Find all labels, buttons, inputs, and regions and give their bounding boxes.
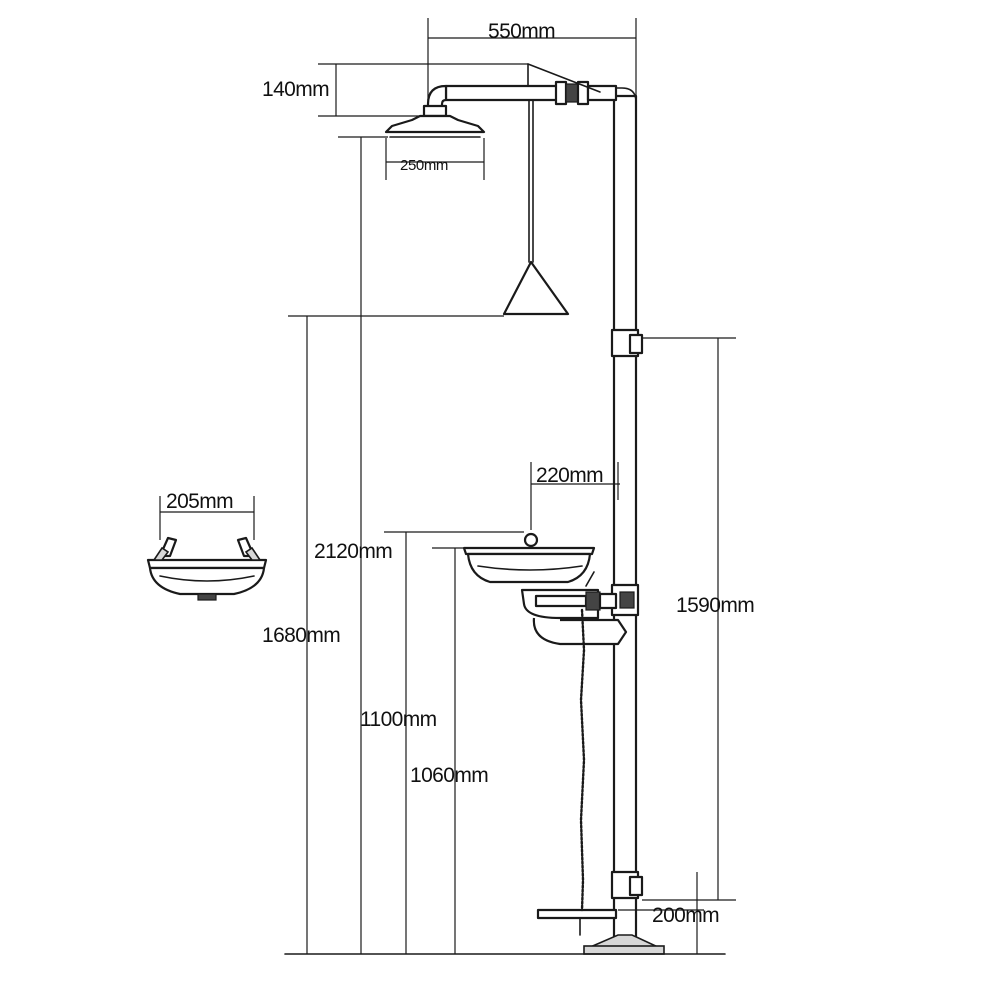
dim-bowl-width <box>159 496 255 540</box>
foot-pedal <box>536 908 618 936</box>
main-pipe <box>599 87 638 944</box>
label-bracket-span: 1590mm <box>676 594 754 617</box>
label-head-drop: 140mm <box>262 78 329 101</box>
dim-arm-length <box>427 18 637 100</box>
shower-head <box>384 114 486 138</box>
label-basin-height: 1060mm <box>410 764 488 787</box>
dim-overall-height <box>338 136 388 954</box>
label-foot-pedal-height: 200mm <box>652 904 719 927</box>
label-head-diameter: 250mm <box>400 157 448 174</box>
eyewash-basin <box>462 532 628 646</box>
dim-pull-height <box>288 315 504 954</box>
label-basin-offset: 220mm <box>536 464 603 487</box>
label-basin-rim-height: 1100mm <box>360 708 437 731</box>
dim-head-drop <box>318 63 528 117</box>
shower-arm <box>422 63 618 118</box>
floor-base <box>583 934 665 955</box>
wall-bracket-upper <box>610 328 644 358</box>
dim-head-diameter <box>385 138 485 180</box>
valve-junction <box>610 583 640 617</box>
pull-chain <box>579 608 586 912</box>
label-bowl-width: 205mm <box>166 490 233 513</box>
label-overall-height: 2120mm <box>314 540 392 563</box>
eyewash-bowl-side-view <box>146 536 268 601</box>
dim-basin-offset <box>530 462 620 530</box>
dim-basin-height <box>432 547 464 954</box>
dim-foot-pedal-height <box>618 872 704 954</box>
pull-rod-handle <box>502 99 570 316</box>
dim-basin-rim-height <box>384 531 524 954</box>
wall-bracket-lower <box>610 870 644 900</box>
dim-bracket-span <box>642 337 736 901</box>
label-arm-length: 550mm <box>488 20 555 43</box>
label-pull-height: 1680mm <box>262 624 340 647</box>
